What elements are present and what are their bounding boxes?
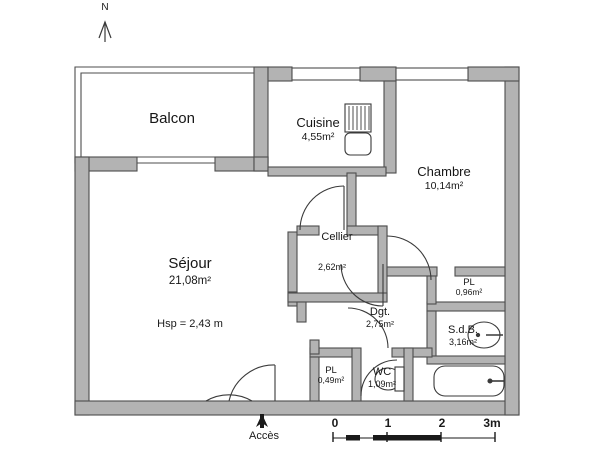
- exterior-wall-top-segment-b: [359, 66, 397, 82]
- scale-tick-3: 3m: [483, 416, 501, 430]
- room-area-cellier-wrap: 2,62m²: [318, 262, 346, 272]
- wall-pl-top-bottom: [426, 301, 506, 312]
- drainer-grooves: [348, 106, 370, 130]
- wall-pl-top-left: [426, 275, 437, 305]
- scale-tick-1: 1: [384, 416, 392, 430]
- room-name-pl-bottom: PL: [325, 365, 337, 376]
- wall-cellier-south: [287, 292, 388, 303]
- room-name-cellier: Cellier: [321, 231, 353, 243]
- door-dgt-chambre: [340, 263, 384, 307]
- scale-tick-0: 0: [331, 416, 339, 430]
- door-entrance-arc: [228, 364, 276, 402]
- exterior-wall-top-segment-c: [467, 66, 520, 82]
- wall-dgt-west-lower: [309, 339, 320, 355]
- exterior-wall-left: [74, 156, 90, 416]
- wall-chambre-south: [386, 266, 438, 277]
- wall-dgt-west: [296, 301, 307, 323]
- access-arrow-icon: [256, 414, 268, 428]
- room-area-cellier: 2,62m²: [317, 262, 347, 272]
- room-area-pl-top: 0,96m²: [455, 286, 483, 297]
- bathtub-drain: [487, 378, 493, 384]
- scale-tick-2: 2: [438, 416, 446, 430]
- room-label-cellier: Cellier: [321, 231, 353, 244]
- wall-pl-wc-divider: [351, 347, 362, 402]
- wc-cistern-icon: [394, 366, 405, 392]
- wall-wc-east: [403, 347, 414, 402]
- exterior-wall-bottom: [74, 400, 520, 416]
- kitchen-window: [291, 67, 361, 81]
- room-label-wc: WC 1,09m²: [367, 366, 397, 389]
- wall-kitchen-south: [253, 156, 269, 172]
- scale-bar: [332, 432, 496, 442]
- exterior-wall-right: [504, 66, 520, 416]
- wall-sejour-east-upper: [287, 231, 298, 293]
- ceiling-height-note: Hsp = 2,43 m: [157, 318, 223, 330]
- door-wc: [360, 359, 398, 397]
- room-area-cuisine: 4,55m²: [301, 130, 335, 143]
- door-sdb: [347, 307, 389, 349]
- north-arrow-icon: [98, 20, 112, 42]
- door-group: [205, 185, 432, 402]
- door-cellier-dgt: [386, 235, 432, 281]
- room-name-chambre: Chambre: [417, 164, 471, 179]
- room-area-wc: 1,09m²: [367, 378, 397, 389]
- room-area-pl-bottom: 0,49m²: [317, 374, 345, 385]
- access-label: Accès: [249, 430, 279, 442]
- exterior-wall-top-segment-a: [267, 66, 293, 82]
- room-label-sejour: Séjour 21,08m²: [168, 256, 211, 287]
- room-name-sdb: S.d.B.: [448, 324, 478, 336]
- wall-kitchen-chambre: [383, 80, 397, 174]
- room-name-balcon: Balcon: [149, 110, 195, 127]
- room-name-cuisine: Cuisine: [296, 115, 340, 130]
- room-area-dgt: 2,75m²: [365, 318, 395, 329]
- wall-chambre-south-2: [454, 266, 506, 277]
- chambre-window: [395, 67, 469, 81]
- room-area-sdb: 3,16m²: [448, 336, 478, 347]
- washbasin-drain: [475, 332, 481, 338]
- room-label-chambre: Chambre 10,14m²: [417, 165, 470, 192]
- room-label-pl-bottom: PL 0,49m²: [318, 366, 344, 385]
- room-label-dgt: Dgt. 2,75m²: [365, 306, 395, 329]
- room-area-sejour: 21,08m²: [168, 274, 212, 287]
- door-cellier: [299, 185, 345, 231]
- room-label-sdb: S.d.B. 3,16m²: [448, 324, 478, 347]
- room-name-pl-top: PL: [463, 277, 475, 288]
- room-name-wc: WC: [372, 366, 392, 378]
- room-label-cuisine: Cuisine 4,55m²: [296, 116, 339, 143]
- room-name-dgt: Dgt.: [369, 306, 391, 318]
- wall-sdb-south: [426, 355, 506, 365]
- room-area-chambre: 10,14m²: [424, 179, 464, 192]
- wall-pl-bottom-west: [309, 356, 320, 402]
- wall-group: [74, 66, 520, 416]
- north-label: N: [101, 2, 109, 13]
- room-label-balcon: Balcon: [149, 111, 195, 127]
- room-label-pl-top: PL 0,96m²: [456, 278, 482, 297]
- kitchen-sink-icon: [344, 132, 372, 156]
- wall-kitchen-bottom: [267, 166, 387, 177]
- fixture-group: [344, 103, 505, 397]
- exterior-wall-top-kitchen-left: [253, 66, 269, 172]
- wall-cellier-north-left: [296, 225, 320, 236]
- door-entrance: [205, 394, 253, 402]
- room-name-sejour: Séjour: [168, 255, 212, 272]
